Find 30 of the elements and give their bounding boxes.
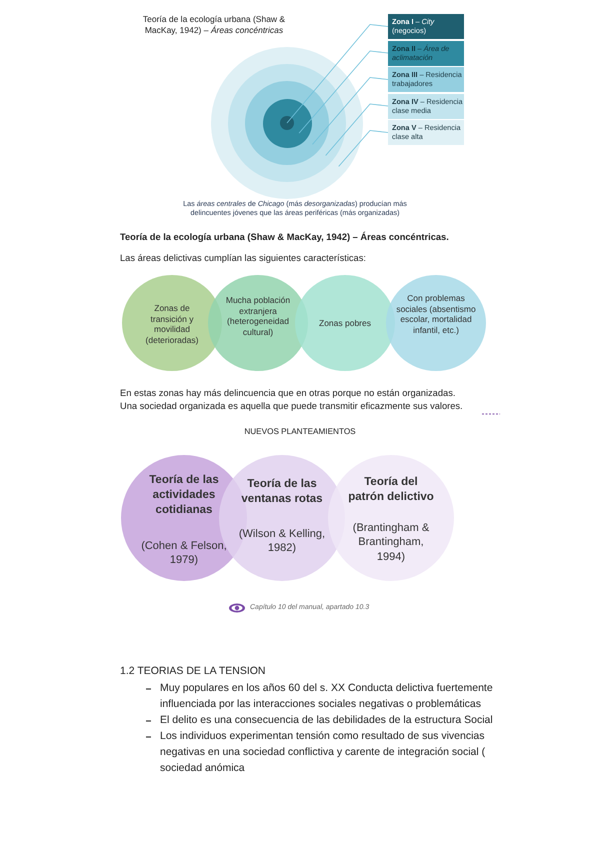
leader-line bbox=[338, 130, 388, 167]
section-heading: 1.2 TEORIAS DE LA TENSION bbox=[120, 665, 266, 679]
zone-box bbox=[388, 120, 464, 145]
zone-box bbox=[388, 40, 464, 66]
characteristic-text: Zonas pobres bbox=[318, 318, 372, 329]
bullet-text: Los individuos experimentan tensión como resultado de sus vivencias negativas en una sociedad conflictiva y carente de integración social ( sociedad anómica bbox=[160, 729, 486, 776]
characteristic-text: Mucha población extranjera (heterogeneidad cultural) bbox=[224, 295, 292, 338]
theory-citation: (Brantingham & Brantingham, 1994) bbox=[352, 521, 430, 564]
theory-name: Teoría de las ventanas rotas bbox=[240, 477, 324, 507]
bullet-text: Muy populares en los años 60 del s. XX Conducta delictiva fuertemente influenciada por las interacciones sociales negativas o problemáticas bbox=[160, 681, 494, 712]
leader-line bbox=[286, 24, 388, 124]
characteristic-text: Zonas de transición y movilidad (deterioradas) bbox=[144, 303, 200, 346]
zone-box bbox=[388, 14, 464, 39]
bullet-text: El delito es una consecuencia de las debilidades de la estructura Social bbox=[160, 713, 494, 728]
leader-line bbox=[325, 104, 388, 156]
theory-citation: (Cohen & Felson, 1979) bbox=[140, 539, 228, 568]
section-heading: NUEVOS PLANTEAMIENTOS bbox=[243, 427, 357, 438]
body-text: En estas zonas hay más delincuencia que en otras porque no están organizadas. bbox=[120, 387, 456, 400]
theory-citation: (Wilson & Kelling, 1982) bbox=[238, 527, 326, 556]
figure-title: Teoría de la ecología urbana (Shaw & MacKay, 1942) – Áreas concéntricas bbox=[142, 14, 286, 36]
zone-box bbox=[388, 67, 464, 92]
leader-line bbox=[312, 77, 388, 145]
theory-name: Teoría de las actividades cotidianas bbox=[148, 473, 220, 518]
zone-box bbox=[388, 94, 464, 118]
theory-name: Teoría del patrón delictivo bbox=[348, 475, 434, 505]
leader-line bbox=[298, 50, 388, 134]
characteristic-text: Con problemas sociales (absentismo escolar, mortalidad infantil, etc.) bbox=[396, 293, 476, 336]
body-text: Una sociedad organizada es aquella que puede transmitir eficazmente sus valores. bbox=[120, 400, 464, 412]
intro-text: Las áreas delictivas cumplían las siguientes características: bbox=[120, 252, 367, 264]
section-heading: Teoría de la ecología urbana (Shaw & MacKay, 1942) – Áreas concéntricas. bbox=[120, 231, 450, 244]
